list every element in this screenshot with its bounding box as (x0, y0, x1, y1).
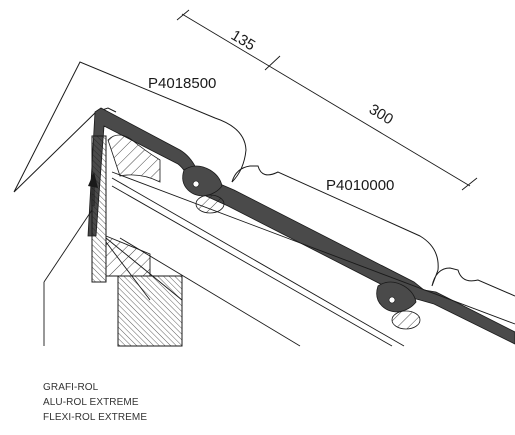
dimension-tick-start (176, 9, 190, 21)
roof-tile-code: P4010000 (326, 177, 394, 194)
ridge-beam-section (105, 235, 151, 277)
ridge-tile-code: P4018500 (148, 75, 216, 92)
product-item: GRAFI-ROL (43, 382, 99, 393)
dimension-tick-mid (264, 55, 281, 71)
roof-tile-outline (231, 165, 515, 297)
tile-clip-2 (376, 281, 421, 330)
product-item: FLEXI-ROL EXTREME (43, 412, 148, 423)
ridge-batten (91, 135, 107, 283)
pointer-arrow-icon (88, 172, 98, 188)
product-list: GRAFI-ROL ALU-ROL EXTREME FLEXI-ROL EXTR… (43, 380, 147, 425)
wall-plate (117, 275, 183, 347)
dimension-tick-end (461, 177, 478, 191)
product-item: ALU-ROL EXTREME (43, 397, 139, 408)
dimension-line (181, 13, 471, 187)
ridge-roll-detail (107, 134, 161, 183)
roof-structure (43, 171, 515, 347)
dimension-label-batten-spacing: 300 (366, 101, 396, 128)
dimension-label-overhang: 135 (228, 27, 258, 54)
ridge-detail-drawing: 135 300 P4018500 P4010000 (13, 9, 515, 347)
tile-clip-1 (182, 165, 225, 214)
dimension-lines (176, 9, 478, 191)
